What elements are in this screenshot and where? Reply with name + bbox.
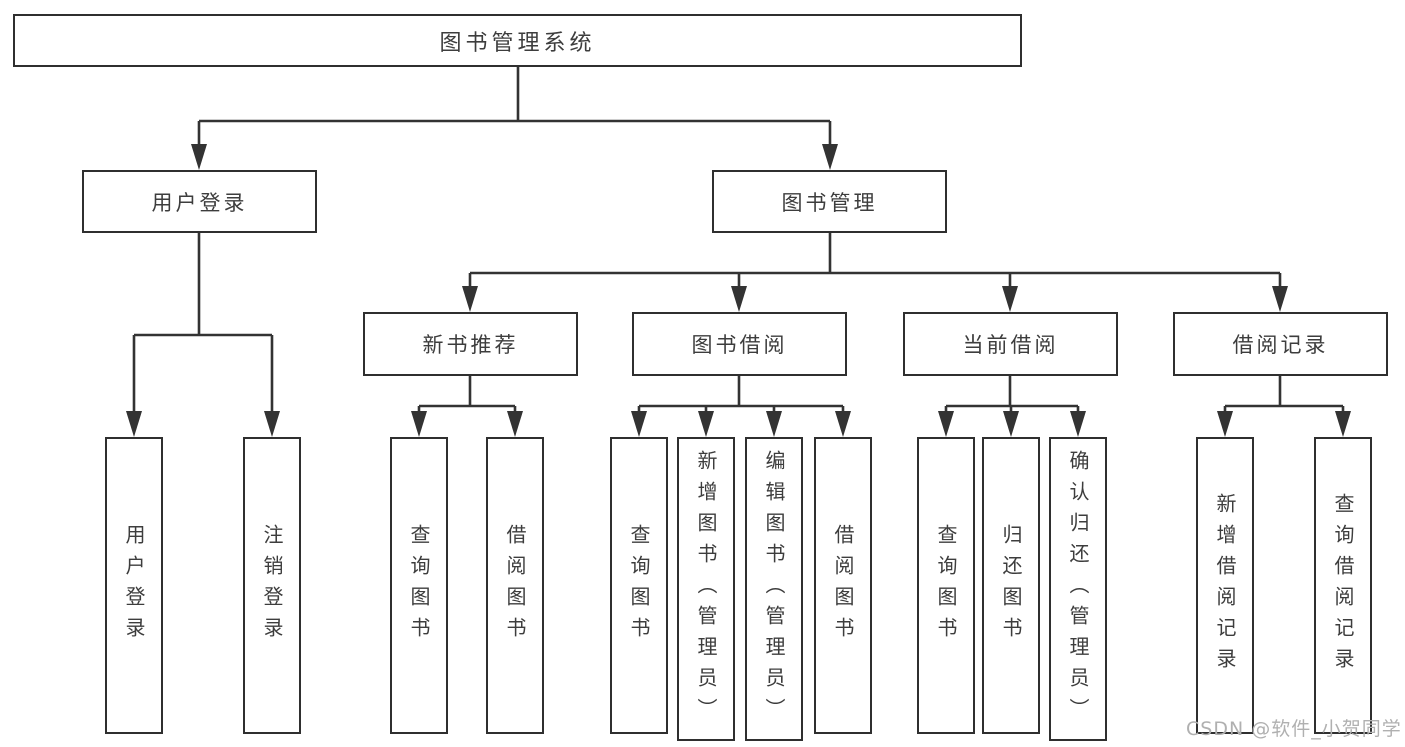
node-book-management: 图书管理 (712, 170, 947, 233)
node-current-borrow: 当前借阅 (903, 312, 1118, 376)
leaf-borrow-borrow-book: 借阅图书 (814, 437, 872, 734)
leaf-borrow-query-book: 查询图书 (610, 437, 668, 734)
arrowhead (462, 286, 478, 312)
arrowhead (698, 411, 714, 437)
node-borrow-record: 借阅记录 (1173, 312, 1388, 376)
leaf-newbook-query-book: 查询图书 (390, 437, 448, 734)
arrowhead (411, 411, 427, 437)
node-user-login: 用户登录 (82, 170, 317, 233)
arrowhead (631, 411, 647, 437)
leaf-current-confirm-return-admin: 确认归还（管理员） (1049, 437, 1107, 741)
arrowhead (1003, 411, 1019, 437)
arrowhead (1335, 411, 1351, 437)
arrowhead (1272, 286, 1288, 312)
leaf-user-login: 用户登录 (105, 437, 163, 734)
leaf-record-add-record: 新增借阅记录 (1196, 437, 1254, 734)
arrowhead (264, 411, 280, 437)
leaf-borrow-add-book-admin: 新增图书（管理员） (677, 437, 735, 741)
leaf-logout: 注销登录 (243, 437, 301, 734)
arrowhead (731, 286, 747, 312)
arrowhead (126, 411, 142, 437)
arrowhead (835, 411, 851, 437)
leaf-current-query-book: 查询图书 (917, 437, 975, 734)
arrowhead (822, 144, 838, 170)
arrowhead (507, 411, 523, 437)
leaf-record-query-record: 查询借阅记录 (1314, 437, 1372, 734)
arrowhead (1217, 411, 1233, 437)
arrowhead (1070, 411, 1086, 437)
arrowhead (1002, 286, 1018, 312)
arrowhead (191, 144, 207, 170)
csdn-watermark: CSDN @软件_小贺同学 (1186, 718, 1402, 740)
node-root-system: 图书管理系统 (13, 14, 1022, 67)
leaf-newbook-borrow-book: 借阅图书 (486, 437, 544, 734)
leaf-current-return-book: 归还图书 (982, 437, 1040, 734)
leaf-borrow-edit-book-admin: 编辑图书（管理员） (745, 437, 803, 741)
node-new-book-recommend: 新书推荐 (363, 312, 578, 376)
node-book-borrow: 图书借阅 (632, 312, 847, 376)
arrowhead (938, 411, 954, 437)
arrowhead (766, 411, 782, 437)
